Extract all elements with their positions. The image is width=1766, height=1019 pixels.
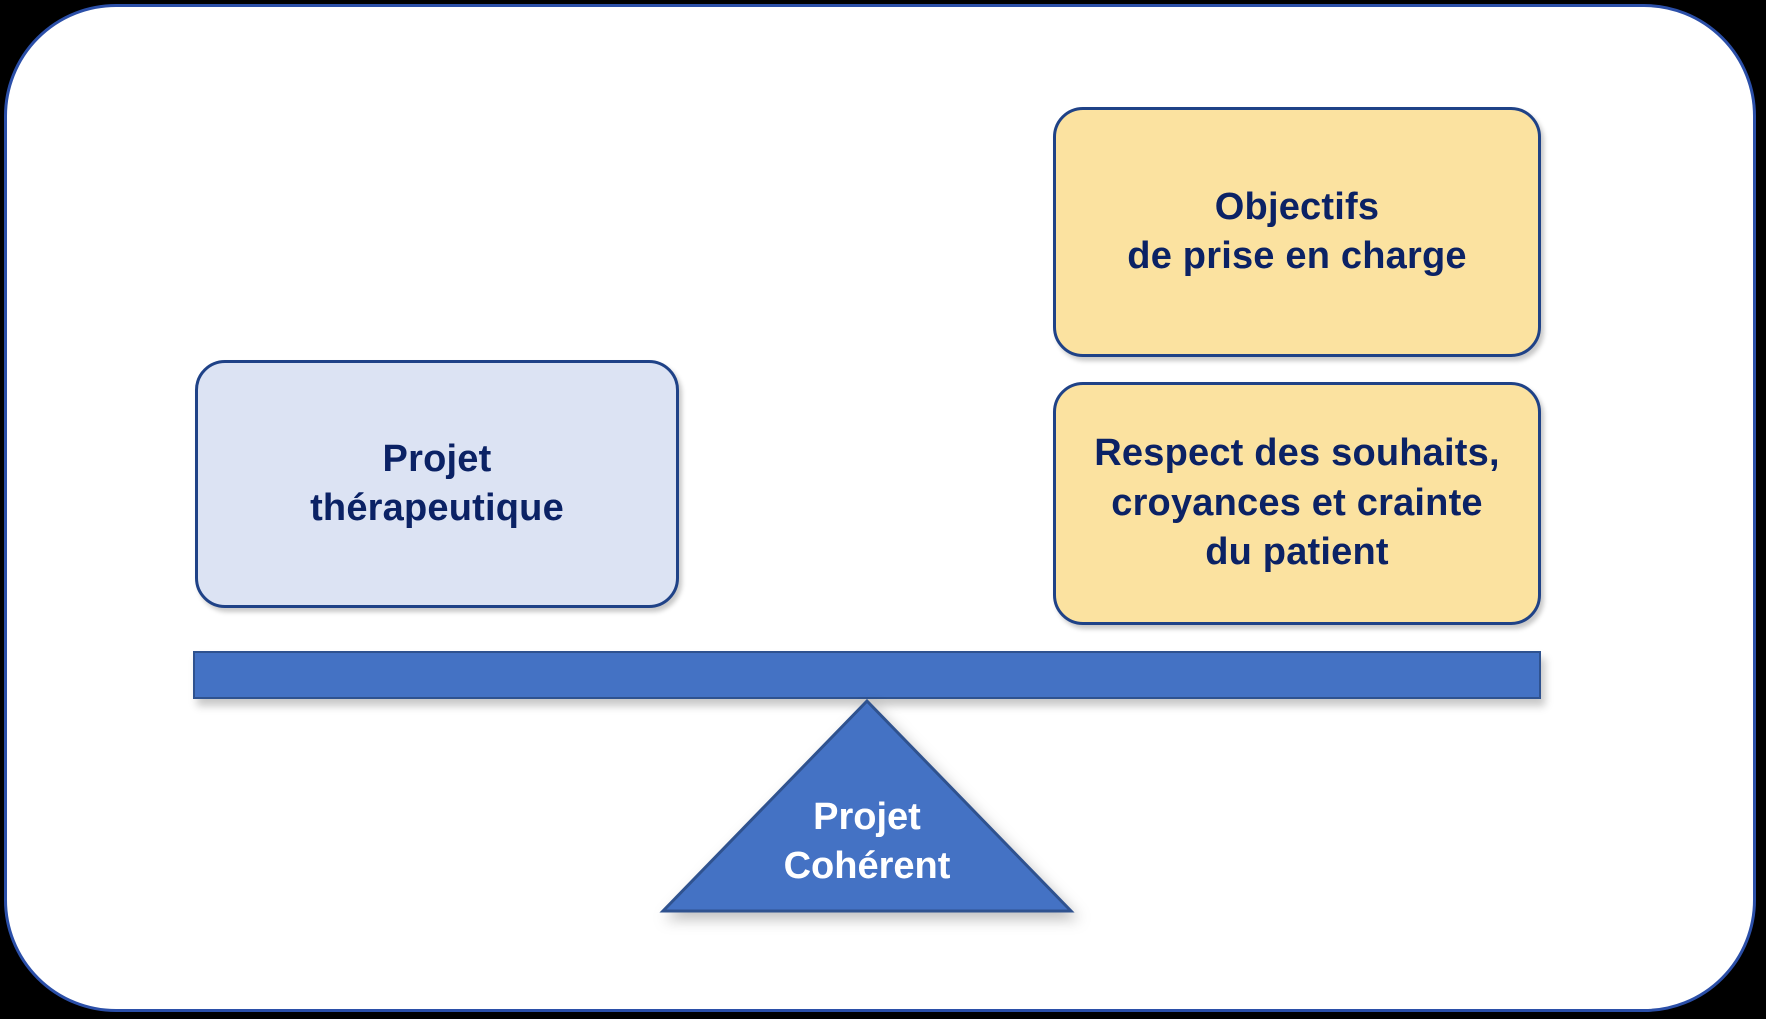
box-respect-text: Respect des souhaits, croyances et craint… xyxy=(1056,429,1538,577)
box-projet-therapeutique-text: Projet thérapeutique xyxy=(198,435,676,534)
box-projet-therapeutique[interactable]: Projet thérapeutique xyxy=(195,360,679,608)
box-objectifs-line1: Objectifs xyxy=(1214,185,1380,228)
box-respect-line2: croyances et crainte xyxy=(1111,481,1483,524)
outer-frame: Projet thérapeutique Objectifs de prise en… xyxy=(4,4,1756,1012)
box-objectifs-prise-en-charge[interactable]: Objectifs de prise en charge xyxy=(1053,107,1541,357)
balance-beam xyxy=(193,651,1541,699)
box-objectifs-text: Objectifs de prise en charge xyxy=(1056,183,1538,282)
box-objectifs-line2: de prise en charge xyxy=(1127,235,1467,277)
box-respect-line3: du patient xyxy=(1205,531,1389,574)
fulcrum-triangle-shape xyxy=(659,698,1075,913)
box-projet-therapeutique-line1: Projet xyxy=(382,437,492,480)
box-projet-therapeutique-line2: thérapeutique xyxy=(310,487,564,529)
box-respect-line1: Respect des souhaits, xyxy=(1094,432,1500,475)
box-respect-souhaits[interactable]: Respect des souhaits, croyances et craint… xyxy=(1053,382,1541,625)
